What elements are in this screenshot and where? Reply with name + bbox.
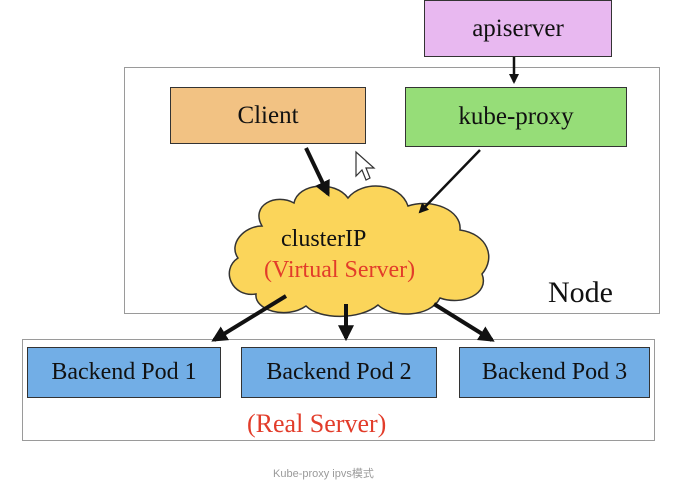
backend-pod-1-label: Backend Pod 1: [51, 359, 197, 385]
arrow-cloud-to-pod-3: [432, 302, 495, 342]
backend-pod-2-label: Backend Pod 2: [266, 359, 412, 385]
kube-proxy-label: kube-proxy: [458, 103, 574, 130]
apiserver-label: apiserver: [472, 14, 564, 42]
cluster-ip-cloud: clusterIP (Virtual Server): [228, 185, 490, 318]
client-box: Client: [170, 87, 366, 144]
cloud-subtitle: (Virtual Server): [264, 257, 415, 283]
backend-pod-2: Backend Pod 2: [241, 347, 437, 398]
backend-pod-3-label: Backend Pod 3: [481, 359, 628, 385]
backend-pod-1: Backend Pod 1: [27, 347, 221, 398]
real-server-label: (Real Server): [247, 409, 387, 438]
client-label: Client: [237, 101, 299, 129]
mouse-pointer-icon: [355, 150, 376, 181]
figure-caption: Kube-proxy ipvs模式: [273, 468, 374, 480]
node-frame: [124, 67, 660, 314]
arrow-client-to-cloud: [304, 147, 330, 197]
arrow-kube-proxy-to-cloud: [418, 149, 481, 214]
apiserver-box: apiserver: [424, 0, 612, 57]
kube-proxy-box: kube-proxy: [405, 87, 627, 147]
node-label: Node: [548, 276, 613, 309]
backend-pod-3: Backend Pod 3: [459, 347, 650, 398]
cloud-title: clusterIP: [281, 226, 366, 252]
arrow-cloud-to-pod-1: [211, 294, 288, 342]
